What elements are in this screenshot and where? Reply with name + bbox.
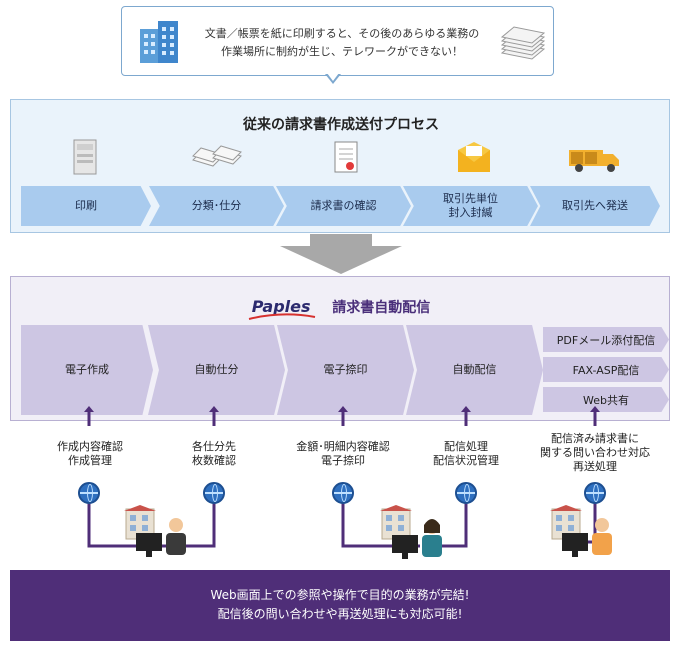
transition-arrow-icon [280, 234, 402, 274]
callout-line1: 文書／帳票を紙に印刷すると、その後のあらゆる業務の [204, 27, 480, 40]
label-delivery-manage-line2: 配信状況管理 [433, 454, 499, 467]
label-create-check-line1: 作成内容確認 [57, 440, 123, 453]
label-create-check: 作成内容確認 作成管理 [40, 440, 140, 468]
label-inquiry-resend-line3: 再送処理 [573, 460, 617, 473]
banner-text: Web画面上での参照や操作で目的の業務が完結! 配信後の問い合わせや再送処理にも… [10, 586, 670, 624]
sorted-papers-icon [192, 145, 242, 167]
step-enclose: 取引先単位封入封緘 [403, 186, 538, 226]
printer-icon [73, 139, 97, 175]
step-enclose-line1: 取引先単位 [443, 192, 498, 205]
banner-line2: 配信後の問い合わせや再送処理にも対応可能! [217, 607, 463, 621]
paples-step-sort: 自動仕分 [148, 325, 285, 415]
step-ship: 取引先へ発送 [530, 186, 660, 226]
label-delivery-manage: 配信処理 配信状況管理 [416, 440, 516, 468]
step-print: 印刷 [21, 186, 151, 226]
traditional-process-panel: 従来の請求書作成送付プロセス 印刷 分類･仕分 請求書の確認 [10, 99, 670, 233]
paples-step-stamp: 電子捺印 [277, 325, 414, 415]
paples-title-row: Paples 請求書自動配信 [11, 297, 671, 317]
globe-icon [78, 482, 100, 504]
step-sort: 分類･仕分 [149, 186, 284, 226]
step-ship-label: 取引先へ発送 [562, 199, 628, 212]
callout-line2: 作業場所に制約が生じ、テレワークができない！ [221, 45, 463, 58]
step-check-label: 請求書の確認 [310, 199, 377, 212]
paples-step-create: 電子作成 [21, 325, 153, 415]
traditional-title: 従来の請求書作成送付プロセス [243, 117, 439, 133]
paples-step-deliver: 自動配信 [406, 325, 543, 415]
step-sort-label: 分類･仕分 [191, 199, 242, 212]
label-amount-stamp: 金額･明細内容確認 電子捺印 [283, 440, 403, 468]
label-inquiry-resend-line1: 配信済み請求書に [551, 432, 639, 445]
channel-web-share: Web共有 [543, 387, 669, 412]
label-sort-count-line1: 各仕分先 [192, 440, 236, 453]
globe-icon [455, 482, 477, 504]
remote-worker-icon [550, 505, 612, 557]
label-inquiry-resend-line2: 関する問い合わせ対応 [540, 446, 650, 459]
paper-stack-icon [500, 26, 546, 60]
office-building-icon [140, 21, 178, 63]
callout-tail-inner [327, 73, 339, 81]
label-delivery-manage-line1: 配信処理 [444, 440, 488, 453]
paples-logo-swoosh-icon [248, 313, 316, 320]
channel-web-share-label: Web共有 [583, 393, 629, 407]
truck-icon [569, 150, 619, 172]
label-create-check-line2: 作成管理 [68, 454, 112, 467]
step-enclose-line2: 封入封緘 [448, 206, 493, 219]
remote-worker-icon [124, 505, 186, 557]
step-enclose-label: 取引先単位封入封緘 [443, 192, 498, 220]
globe-icon [203, 482, 225, 504]
document-check-icon [334, 141, 358, 173]
paples-logo: Paples [251, 297, 311, 316]
banner-line1: Web画面上での参照や操作で目的の業務が完結! [210, 588, 470, 602]
channel-fax-asp: FAX-ASP配信 [543, 357, 669, 382]
paples-step-stamp-label: 電子捺印 [323, 363, 368, 376]
label-sort-count: 各仕分先 枚数確認 [164, 440, 264, 468]
label-inquiry-resend: 配信済み請求書に 関する問い合わせ対応 再送処理 [530, 432, 660, 474]
globe-icon [332, 482, 354, 504]
label-sort-count-line2: 枚数確認 [192, 454, 236, 467]
step-print-label: 印刷 [75, 199, 97, 212]
paples-step-create-label: 電子作成 [65, 363, 109, 376]
envelope-icon [458, 142, 490, 172]
label-amount-stamp-line1: 金額･明細内容確認 [296, 440, 390, 453]
paples-step-sort-label: 自動仕分 [194, 363, 239, 376]
channel-fax-asp-label: FAX-ASP配信 [572, 363, 640, 377]
channel-pdf-mail-label: PDFメール添付配信 [556, 333, 656, 347]
callout-text: 文書／帳票を紙に印刷すると、その後のあらゆる業務の 作業場所に制約が生じ、テレワ… [202, 25, 482, 61]
summary-banner: Web画面上での参照や操作で目的の業務が完結! 配信後の問い合わせや再送処理にも… [10, 570, 670, 641]
callout-box: 文書／帳票を紙に印刷すると、その後のあらゆる業務の 作業場所に制約が生じ、テレワ… [121, 6, 554, 76]
paples-panel: Paples 請求書自動配信 電子作成 自動仕分 電子捺印 自動配信 PDFメー… [10, 276, 670, 421]
remote-worker-icon [380, 505, 442, 559]
channel-pdf-mail: PDFメール添付配信 [543, 327, 669, 352]
step-check: 請求書の確認 [276, 186, 411, 226]
paples-step-deliver-label: 自動配信 [452, 363, 497, 376]
label-amount-stamp-line2: 電子捺印 [321, 454, 365, 467]
globe-icon [584, 482, 606, 504]
paples-title: 請求書自動配信 [332, 300, 431, 316]
